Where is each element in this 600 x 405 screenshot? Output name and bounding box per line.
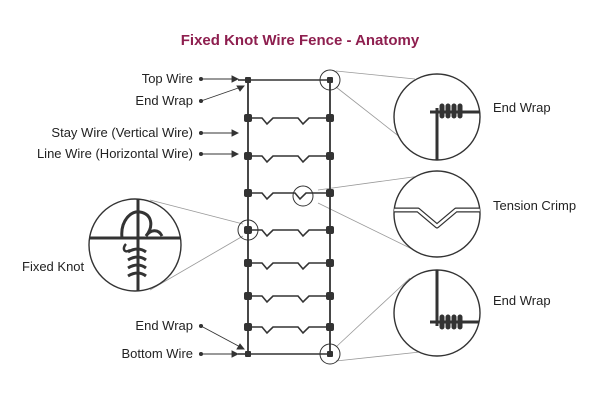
label-line-wire: Line Wire (Horizontal Wire) [36, 146, 193, 161]
label-stay-wire: Stay Wire (Vertical Wire) [51, 125, 193, 140]
end-wrap-detail-icon [393, 73, 481, 161]
diagram-title: Fixed Knot Wire Fence - Anatomy [180, 32, 420, 49]
callout-tension-crimp [292, 185, 314, 207]
label-detail-end-wrap-top: End Wrap [493, 100, 551, 115]
callout-fixed-knot [237, 219, 259, 241]
label-detail-end-wrap-bottom: End Wrap [493, 293, 551, 308]
label-pointers [198, 75, 245, 358]
fence-grid [238, 79, 331, 355]
line-wire [248, 229, 330, 238]
fixed-knot-detail-icon [88, 198, 182, 292]
label-top-wire: Top Wire [141, 71, 193, 86]
callout-end-wrap-top [319, 69, 341, 91]
label-end-wrap-bottom: End Wrap [135, 318, 193, 333]
line-wire [248, 262, 330, 271]
label-fixed-knot: Fixed Knot [22, 259, 85, 274]
label-bottom-wire: Bottom Wire [121, 346, 193, 361]
label-end-wrap-top: End Wrap [135, 93, 193, 108]
fence-knots [244, 77, 334, 357]
line-wire [248, 117, 330, 126]
line-wire [248, 155, 330, 164]
line-wire [248, 295, 330, 304]
tension-crimp-detail-icon [393, 170, 481, 258]
line-wire [248, 326, 330, 335]
end-wrap-detail-icon [393, 269, 481, 357]
label-detail-tension-crimp: Tension Crimp [493, 198, 577, 213]
fence-callout-circles [237, 69, 341, 365]
detail-leader-lines [149, 70, 421, 362]
line-wire [248, 192, 330, 201]
callout-end-wrap-bottom [319, 343, 341, 365]
